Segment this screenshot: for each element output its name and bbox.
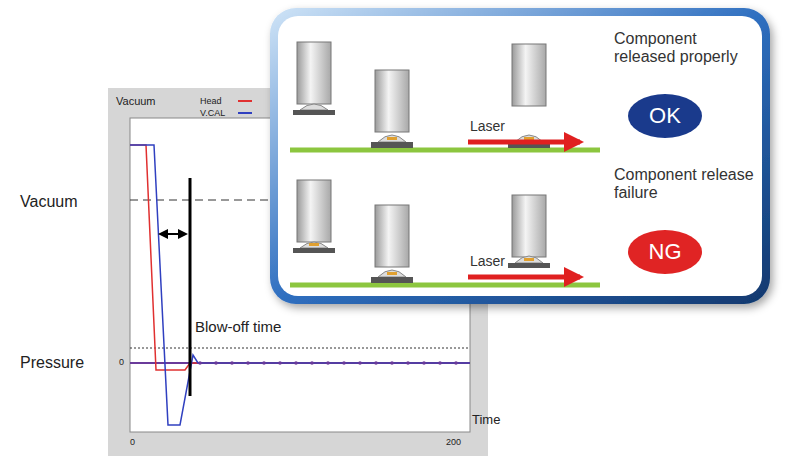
panel-frame <box>270 8 770 304</box>
data-point <box>214 361 218 365</box>
component <box>293 248 335 253</box>
label: 0 <box>119 357 124 367</box>
nozzle <box>512 195 546 257</box>
label: Laser <box>470 253 505 269</box>
nozzle <box>297 42 331 104</box>
data-point <box>198 361 202 365</box>
component <box>371 142 413 148</box>
data-point <box>422 361 426 365</box>
label: Component release failure <box>614 166 762 203</box>
component <box>309 243 319 246</box>
component <box>515 256 543 263</box>
laser-beam <box>468 275 580 280</box>
pressure-threshold <box>130 348 470 349</box>
legend-swatch <box>238 112 252 114</box>
label: Vacuum <box>116 95 156 108</box>
data-point <box>230 361 234 365</box>
label: Laser <box>470 118 505 134</box>
label: Pressure <box>20 354 84 372</box>
badge-ellipse <box>628 230 702 274</box>
component <box>387 137 397 140</box>
data-points <box>198 361 458 365</box>
component <box>378 135 406 142</box>
legend-swatch <box>238 100 252 102</box>
legend-text: V.CAL <box>200 108 234 118</box>
laser-beam <box>468 140 580 145</box>
data-point <box>310 361 314 365</box>
board <box>290 148 600 153</box>
data-point <box>326 361 330 365</box>
data-point <box>262 361 266 365</box>
blowoff-marker <box>189 178 192 396</box>
label: Component released properly <box>614 30 762 67</box>
panel-ground <box>278 16 762 296</box>
badge-text: OK <box>649 103 681 129</box>
nozzle <box>375 205 409 267</box>
component <box>387 272 397 275</box>
board <box>290 283 600 288</box>
status-badge: OK <box>627 93 703 139</box>
data-point <box>454 361 458 365</box>
legend-item: Head <box>200 96 252 106</box>
nozzle <box>512 44 546 106</box>
blowoff-arrow <box>160 233 186 235</box>
label: 200 <box>446 437 461 447</box>
legend-text: Head <box>200 96 234 106</box>
component <box>378 270 406 277</box>
component <box>300 104 328 110</box>
data-point <box>358 361 362 365</box>
component <box>524 258 534 261</box>
data-point <box>246 361 250 365</box>
component <box>508 263 550 268</box>
nozzle <box>375 70 409 132</box>
badge-text: NG <box>649 239 682 265</box>
data-point <box>406 361 410 365</box>
data-point <box>342 361 346 365</box>
label: 0 <box>130 437 135 447</box>
component <box>300 242 328 248</box>
label: Blow-off time <box>195 318 281 335</box>
component <box>293 110 335 115</box>
nozzle <box>297 180 331 242</box>
legend-item: V.CAL <box>200 108 252 118</box>
data-point <box>294 361 298 365</box>
component <box>371 277 413 283</box>
status-badge: NG <box>627 229 703 275</box>
label: Time <box>472 413 500 428</box>
badge-ellipse <box>628 94 702 138</box>
data-point <box>438 361 442 365</box>
data-point <box>390 361 394 365</box>
label: Vacuum <box>20 193 78 211</box>
data-point <box>278 361 282 365</box>
data-point <box>374 361 378 365</box>
